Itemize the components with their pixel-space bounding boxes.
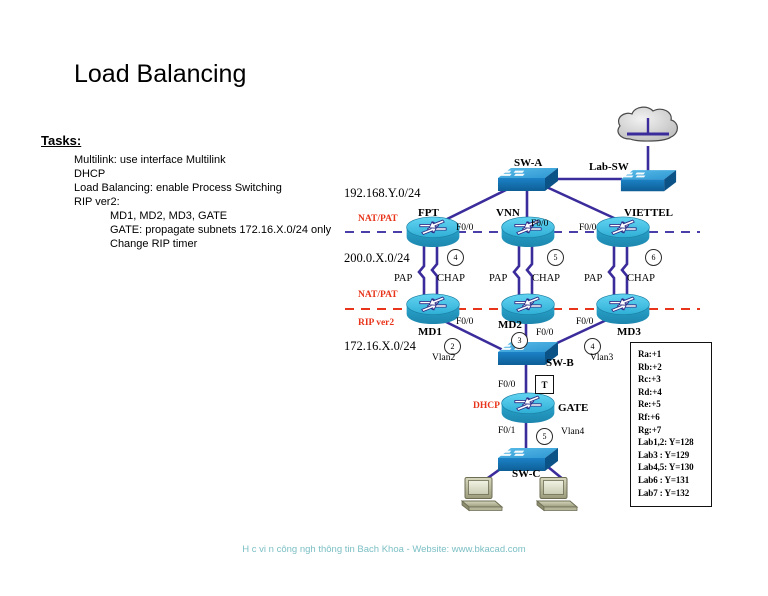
link-number-vnn-md2: 5 — [547, 249, 564, 266]
device-fpt[interactable] — [406, 216, 460, 248]
link-vnn-md2-a — [512, 240, 521, 300]
label-gate: GATE — [558, 402, 589, 414]
legend-row-lab12: Lab1,2: Y=128 — [638, 437, 694, 448]
device-lab-sw[interactable] — [620, 170, 677, 192]
label-sw-b: SW-B — [546, 357, 574, 369]
iface-md3-f00: F0/0 — [576, 317, 594, 327]
trunk-marker-box: T — [535, 375, 554, 394]
auth-chap-2: CHAP — [532, 273, 561, 284]
device-gate[interactable] — [501, 392, 555, 424]
legend-row-lab7: Lab7 : Y=132 — [638, 487, 690, 498]
iface-gate-f00: F0/0 — [498, 380, 516, 390]
link-vnn-md2-b — [525, 240, 534, 300]
label-fpt: FPT — [418, 207, 439, 219]
device-pc-left[interactable] — [461, 477, 503, 511]
task-item-2: DHCP — [74, 168, 106, 180]
link-swa-viettel — [539, 182, 628, 226]
iface-fpt-f00: F0/0 — [456, 223, 474, 233]
iface-vnn-f00: F0/0 — [531, 219, 549, 229]
link-number-md1-swb: 2 — [444, 338, 461, 355]
auth-chap-3: CHAP — [627, 273, 656, 284]
label-vnn: VNN — [496, 207, 520, 219]
tag-rip-ver2: RIP ver2 — [358, 318, 395, 328]
legend-row-rd: Rd:+4 — [638, 386, 662, 397]
vlan-label-3: Vlan3 — [590, 353, 614, 363]
task-item-5: MD1, MD2, MD3, GATE — [110, 210, 228, 222]
legend-row-rf: Rf:+6 — [638, 411, 660, 422]
internet-cloud-icon — [617, 106, 678, 142]
label-md1: MD1 — [418, 326, 442, 338]
link-number-viettel-md3: 6 — [645, 249, 662, 266]
link-fpt-md1-a — [417, 240, 426, 300]
link-number-gate-swc: 5 — [536, 428, 553, 445]
link-viettel-md3-b — [620, 240, 629, 300]
subnet-label-172: 172.16.X.0/24 — [344, 339, 416, 353]
task-item-1: Multilink: use interface Multilink — [74, 154, 226, 166]
iface-md2-f00: F0/0 — [536, 328, 554, 338]
task-item-4: RIP ver2: — [74, 196, 120, 208]
vlan-label-4: Vlan4 — [561, 427, 585, 437]
legend-row-rb: Rb:+2 — [638, 361, 662, 372]
device-md3[interactable] — [596, 293, 650, 325]
iface-viettel-f00: F0/0 — [579, 223, 597, 233]
link-viettel-md3-a — [607, 240, 616, 300]
link-number-fpt-md1: 4 — [447, 249, 464, 266]
device-viettel[interactable] — [596, 216, 650, 248]
legend-row-lab6: Lab6 : Y=131 — [638, 474, 690, 485]
slide-footer: H c vi n công ngh thông tin Bach Khoa - … — [242, 544, 526, 555]
device-pc-right[interactable] — [536, 477, 578, 511]
label-md3: MD3 — [617, 326, 641, 338]
legend-row-rc: Rc:+3 — [638, 374, 661, 385]
label-md2: MD2 — [498, 319, 522, 331]
link-fpt-md1-b — [430, 240, 439, 300]
task-item-6: GATE: propagate subnets 172.16.X.0/24 on… — [110, 224, 332, 236]
legend-row-lab3: Lab3 : Y=129 — [638, 449, 690, 460]
page-title: Load Balancing — [74, 60, 247, 88]
tasks-heading: Tasks: — [41, 133, 82, 148]
auth-pap-3: PAP — [584, 273, 603, 284]
label-viettel: VIETTEL — [624, 207, 673, 219]
auth-pap-2: PAP — [489, 273, 508, 284]
tag-dhcp: DHCP — [473, 401, 500, 411]
tag-nat-pat-upper: NAT/PAT — [358, 214, 398, 224]
label-lab-sw: Lab-SW — [589, 161, 629, 173]
legend-row-ra: Ra:+1 — [638, 349, 662, 359]
device-sw-a[interactable] — [498, 168, 558, 191]
tag-nat-pat-lower: NAT/PAT — [358, 290, 398, 300]
link-number-md3-swb: 4 — [584, 338, 601, 355]
task-item-7: Change RIP timer — [110, 238, 198, 250]
auth-pap-1: PAP — [394, 273, 413, 284]
task-item-3: Load Balancing: enable Process Switching — [74, 182, 282, 194]
link-number-md2-swb: 3 — [511, 332, 528, 349]
label-sw-a: SW-A — [514, 157, 543, 169]
subnet-label-200: 200.0.X.0/24 — [344, 251, 410, 265]
device-md1[interactable] — [406, 293, 460, 325]
legend-row-rg: Rg:+7 — [638, 424, 662, 435]
legend-row-re: Re:+5 — [638, 399, 661, 410]
auth-chap-1: CHAP — [437, 273, 466, 284]
vlan-label-2: Vlan2 — [432, 353, 456, 363]
legend-box: Ra:+1 Rb:+2 Rc:+3 Rd:+4 Re:+5 Rf:+6 Rg:+… — [630, 342, 712, 507]
subnet-label-192: 192.168.Y.0/24 — [344, 186, 421, 200]
label-sw-c: SW-C — [512, 468, 541, 480]
legend-row-lab45: Lab4,5: Y=130 — [638, 462, 694, 473]
iface-md1-f00: F0/0 — [456, 317, 474, 327]
iface-gate-f01: F0/1 — [498, 426, 516, 436]
